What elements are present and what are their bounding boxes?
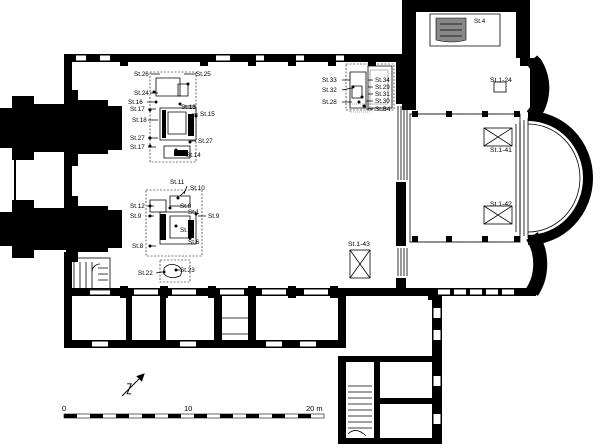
north-tower [402,0,532,110]
main-apse [527,111,593,245]
label-st29: St.29 [375,84,390,91]
label-st14: St.14 [186,152,201,159]
leader-lines [147,73,373,274]
scale-label-0: 0 [62,404,66,413]
south-chapel [406,232,567,300]
label-st25: St.25 [196,71,211,78]
label-st18: St.18 [132,117,147,124]
label-st33: St.33 [322,77,337,84]
label-st16: St.16 [128,99,143,106]
labels: St.4 St.1-24 St.33 St.32 St.28 St.34 St.… [128,18,512,277]
label-st1-24: St.1-24 [490,77,512,84]
label-st34: St.34 [375,77,390,84]
label-st32: St.32 [322,87,337,94]
north-chapel [526,55,568,121]
label-st9-left: St.9 [130,213,142,220]
label-st13: St.13 [181,104,196,111]
southwest-stair [73,257,111,291]
label-st1-41: St.1-41 [490,147,512,154]
label-st27-left: St.27 [130,135,145,142]
south-annex [64,296,442,444]
west-towers [0,90,122,262]
label-st24: St.24 [134,90,149,97]
label-st11: St.11 [170,179,185,186]
label-st8-upper: St.8 [180,203,192,210]
label-st15-upper: St.15 [200,111,215,118]
label-st27-right: St.27 [198,138,213,145]
label-st9-right: St.9 [208,213,220,220]
scale-label-10: 10 [184,404,192,413]
label-st22: St.22 [138,270,153,277]
label-st31: St.31 [375,91,390,98]
north-arrow-icon [121,373,145,397]
label-st10: St.10 [190,185,205,192]
nave-walls [64,54,414,298]
label-st23: St.23 [180,267,195,274]
scale-label-20: 20 m [306,404,323,413]
label-st17-lower: St.17 [130,144,145,151]
label-st4: St.4 [474,18,486,25]
label-st7: St.7 [180,227,192,234]
label-st1: St.1 [188,209,200,216]
label-st1-43: St.1-43 [348,241,370,248]
label-st12: St.12 [130,203,145,210]
label-stb4: St.B4 [375,106,391,113]
label-st8-lower: St.8 [132,243,144,250]
scale-bar: 0 10 20 m [62,404,325,419]
upper-find-group [148,71,198,163]
lower-find-group [145,189,203,283]
crossing [396,54,529,296]
label-st17-upper: St.17 [130,106,145,113]
label-st6: St.6 [188,239,200,246]
label-st30: St.30 [375,98,390,105]
nave-marker [349,249,371,279]
label-st28: St.28 [322,99,337,106]
label-st26: St.26 [134,71,149,78]
label-st1-42: St.1-42 [490,201,512,208]
